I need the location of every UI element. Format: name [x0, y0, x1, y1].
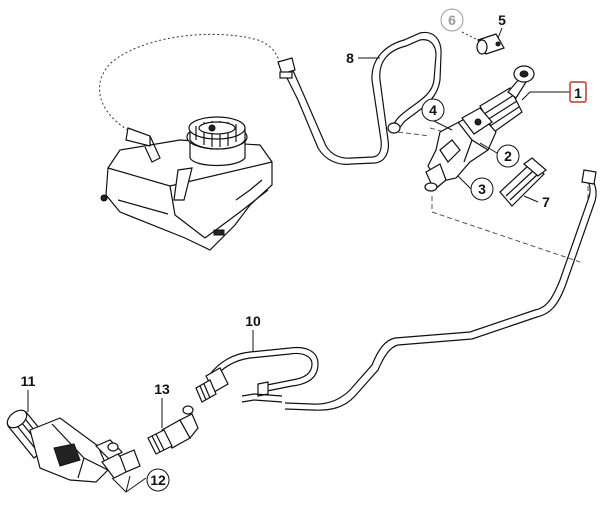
callout-11-label: 11 [21, 373, 36, 389]
callout-10-label: 10 [245, 313, 261, 329]
callout-2-circle[interactable] [496, 144, 520, 168]
callout-2-label: 2 [504, 148, 512, 164]
fluid-feed-hose [277, 31, 442, 165]
reservoir-routing-dotted-line [98, 33, 281, 131]
callout-7-label: 7 [542, 194, 550, 210]
fluid-reservoir [100, 116, 273, 251]
callout-12-label: 12 [150, 472, 166, 488]
callout-4-leader [431, 119, 453, 131]
callout-12-circle[interactable] [146, 468, 170, 492]
callout-5-leader [497, 27, 503, 39]
callout-2-leader [479, 142, 498, 154]
callout-1-highlight-box[interactable] [569, 81, 587, 103]
callout-1-leader [521, 91, 570, 101]
callout-3-circle[interactable] [470, 177, 494, 201]
pressure-pipe [284, 169, 597, 411]
callout-7-leader [523, 195, 539, 203]
callout-6-label: 6 [448, 12, 456, 28]
callout-8-label: 8 [346, 50, 354, 66]
callout-12-leader [111, 475, 147, 493]
callout-3-label: 3 [478, 181, 486, 197]
callout-1-label: 1 [574, 85, 582, 101]
callout-4-label: 4 [429, 102, 437, 118]
clutch-hose [195, 346, 319, 403]
callout-5-label: 5 [498, 12, 506, 28]
callout-13-label: 13 [154, 381, 170, 397]
bleed-valve [147, 405, 199, 455]
pin [476, 33, 505, 55]
clip-dashed-line [397, 131, 431, 137]
clutch-master-cylinder [424, 65, 535, 192]
callout-6-circle[interactable] [440, 8, 464, 32]
callout-3-leader [457, 175, 472, 190]
master-to-pipe-dashed-line [431, 196, 581, 263]
retaining-clip [499, 157, 547, 207]
callout-4-circle[interactable] [421, 98, 445, 122]
clutch-slave-cylinder [6, 409, 141, 483]
